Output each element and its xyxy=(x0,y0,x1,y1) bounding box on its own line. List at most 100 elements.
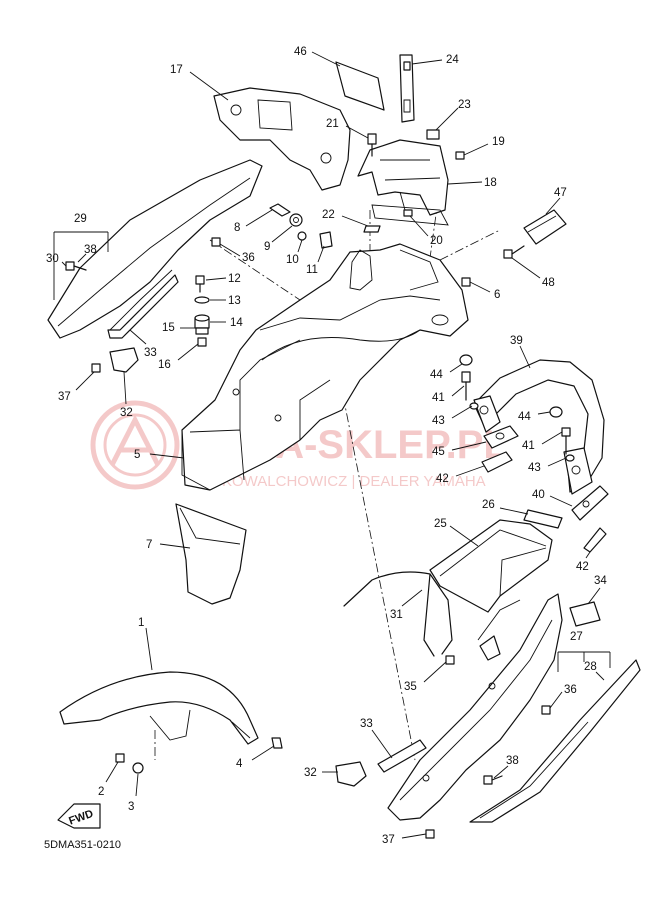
part-4-shape xyxy=(271,737,283,749)
callout-6: 6 xyxy=(494,289,500,301)
part-46-shape xyxy=(335,61,385,111)
part-36-right-shape xyxy=(541,705,551,715)
callout-12: 12 xyxy=(228,273,241,285)
callout-9: 9 xyxy=(264,241,270,253)
callout-16: 16 xyxy=(158,359,171,371)
callout-36-left: 36 xyxy=(242,252,255,264)
part-37-left-shape xyxy=(91,363,101,373)
part-32-left-shape xyxy=(109,347,139,373)
part-34-shape xyxy=(569,601,601,627)
part-31-shape xyxy=(343,571,453,657)
callout-41-right: 41 xyxy=(522,440,535,452)
callout-1: 1 xyxy=(138,617,144,629)
callout-13: 13 xyxy=(228,295,241,307)
part-40-shape xyxy=(571,485,609,521)
callout-28: 28 xyxy=(584,661,597,673)
callout-25: 25 xyxy=(434,518,447,530)
callout-48: 48 xyxy=(542,277,555,289)
callout-39: 39 xyxy=(510,335,523,347)
callout-10: 10 xyxy=(286,254,299,266)
part-29-shape xyxy=(47,159,263,339)
callout-42-mid: 42 xyxy=(436,473,449,485)
callout-labels: 46 24 17 23 21 19 18 22 20 8 9 10 11 29 … xyxy=(46,46,611,846)
callout-3: 3 xyxy=(128,801,134,813)
part-7-shape xyxy=(175,503,247,605)
part-38-right-shape xyxy=(483,775,493,785)
hardware-8-9-10 xyxy=(269,203,307,241)
watermark-logo-icon xyxy=(90,400,180,490)
part-42-shape xyxy=(481,451,513,473)
callout-18: 18 xyxy=(484,177,497,189)
callout-8: 8 xyxy=(234,222,240,234)
part-1-shape xyxy=(59,671,259,745)
part-5-shape xyxy=(181,243,469,491)
diagram-code: 5DMA351-0210 xyxy=(44,839,121,851)
part-27-shape xyxy=(387,593,563,821)
callout-29: 29 xyxy=(74,213,87,225)
callout-42-right: 42 xyxy=(576,561,589,573)
callout-47: 47 xyxy=(554,187,567,199)
callout-7: 7 xyxy=(146,539,152,551)
callout-35: 35 xyxy=(404,681,417,693)
center-lines xyxy=(154,199,501,761)
callout-40: 40 xyxy=(532,489,545,501)
callout-37-right: 37 xyxy=(382,834,395,846)
callout-5: 5 xyxy=(134,449,140,461)
part-24-shape xyxy=(399,54,415,123)
callout-31: 31 xyxy=(390,609,403,621)
part-26-shape xyxy=(523,509,563,529)
part-17-shape xyxy=(213,87,351,191)
callout-44-right: 44 xyxy=(518,411,531,423)
watermark-sub-text: KOWALCHOWICZ | DEALER YAMAHA xyxy=(222,473,486,490)
part-25-shape xyxy=(429,519,553,613)
callout-4: 4 xyxy=(236,758,243,770)
callout-33-left: 33 xyxy=(144,347,157,359)
callout-19: 19 xyxy=(492,136,505,148)
part-11-shape xyxy=(319,231,333,249)
callout-26: 26 xyxy=(482,499,495,511)
callout-11: 11 xyxy=(306,264,318,276)
callout-24: 24 xyxy=(446,54,459,66)
callout-30: 30 xyxy=(46,253,59,265)
callout-22: 22 xyxy=(322,209,335,221)
callout-21: 21 xyxy=(326,118,339,130)
callout-33-right: 33 xyxy=(360,718,373,730)
callout-2: 2 xyxy=(98,786,104,798)
part-35-shape xyxy=(445,655,455,665)
hardware-39 xyxy=(459,354,575,462)
callout-46: 46 xyxy=(294,46,307,58)
callout-36-right: 36 xyxy=(564,684,577,696)
part-3-shape xyxy=(132,762,144,774)
part-33-right-shape xyxy=(377,739,427,773)
callout-38-left: 38 xyxy=(84,244,97,256)
callout-38-right: 38 xyxy=(506,755,519,767)
callout-27: 27 xyxy=(570,631,583,643)
part-45-shape xyxy=(483,425,519,449)
callout-34: 34 xyxy=(594,575,607,587)
part-48-shape xyxy=(503,249,513,259)
callout-32-right: 32 xyxy=(304,767,317,779)
part-28-shape xyxy=(469,659,641,823)
callout-44-top: 44 xyxy=(430,369,443,381)
fwd-arrow-icon: FWD xyxy=(57,803,101,829)
part-37-right-shape xyxy=(425,829,435,839)
callout-14: 14 xyxy=(230,317,243,329)
part-18-shape xyxy=(357,139,449,216)
callout-20: 20 xyxy=(430,235,443,247)
callout-37-left: 37 xyxy=(58,391,71,403)
callout-41-top: 41 xyxy=(432,392,445,404)
hardware-12-16 xyxy=(194,275,210,347)
part-6-shape xyxy=(461,277,471,287)
callout-45: 45 xyxy=(432,446,445,458)
part-47-shape xyxy=(523,209,567,245)
callout-32-left: 32 xyxy=(120,407,133,419)
callout-43-right: 43 xyxy=(528,462,541,474)
hardware-top xyxy=(363,129,465,233)
part-2-shape xyxy=(115,753,125,763)
callout-43-top: 43 xyxy=(432,415,445,427)
part-42-right-shape xyxy=(583,527,607,553)
callout-17: 17 xyxy=(170,64,183,76)
callout-23: 23 xyxy=(458,99,471,111)
part-32-right-shape xyxy=(335,761,367,787)
